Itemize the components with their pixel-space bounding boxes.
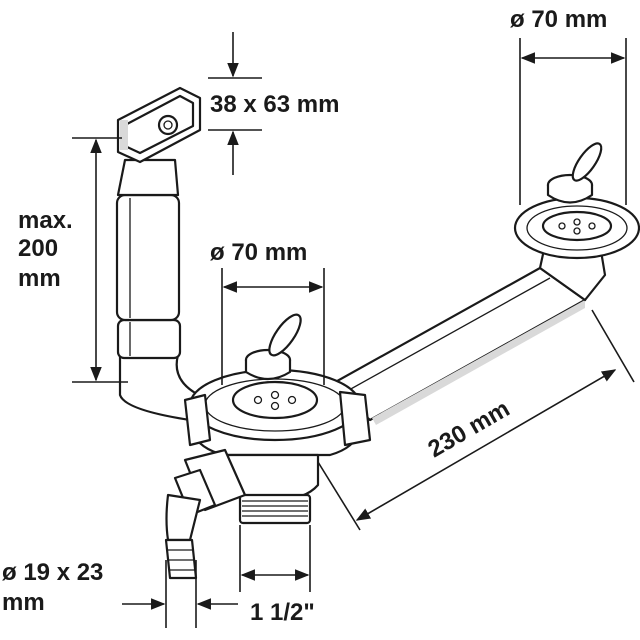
overflow-head <box>116 86 202 164</box>
plug-ring-right <box>546 142 603 204</box>
label-hose-line2: mm <box>2 589 45 616</box>
dimension-thread: 1 1/2" <box>239 525 315 626</box>
overflow-tube <box>115 86 212 422</box>
label-height-line2: 200 <box>18 235 58 262</box>
label-length: 230 mm <box>424 395 515 463</box>
dimension-right-diameter: ø 70 mm <box>510 6 627 205</box>
label-overflow-size: 38 x 63 mm <box>210 91 339 118</box>
label-height-line3: mm <box>18 265 61 292</box>
plug-ring-center <box>244 313 302 381</box>
label-thread: 1 1/2" <box>250 599 315 626</box>
dimension-height: max. 200 mm <box>18 137 128 383</box>
threaded-outlet <box>238 493 312 525</box>
right-drain <box>513 142 640 302</box>
label-center-diameter: ø 70 mm <box>210 239 307 266</box>
label-right-diameter: ø 70 mm <box>510 6 607 33</box>
dimension-center-diameter: ø 70 mm <box>210 239 325 385</box>
hose-nozzle <box>164 448 247 580</box>
dimension-overflow: 38 x 63 mm <box>208 32 339 175</box>
connecting-pipe <box>328 266 587 425</box>
dimension-hose: ø 19 x 23 mm <box>2 559 238 628</box>
label-hose-line1: ø 19 x 23 <box>2 559 103 586</box>
label-height-line1: max. <box>18 207 73 234</box>
center-strainer-holes <box>253 390 297 411</box>
strainer-holes <box>558 218 596 235</box>
